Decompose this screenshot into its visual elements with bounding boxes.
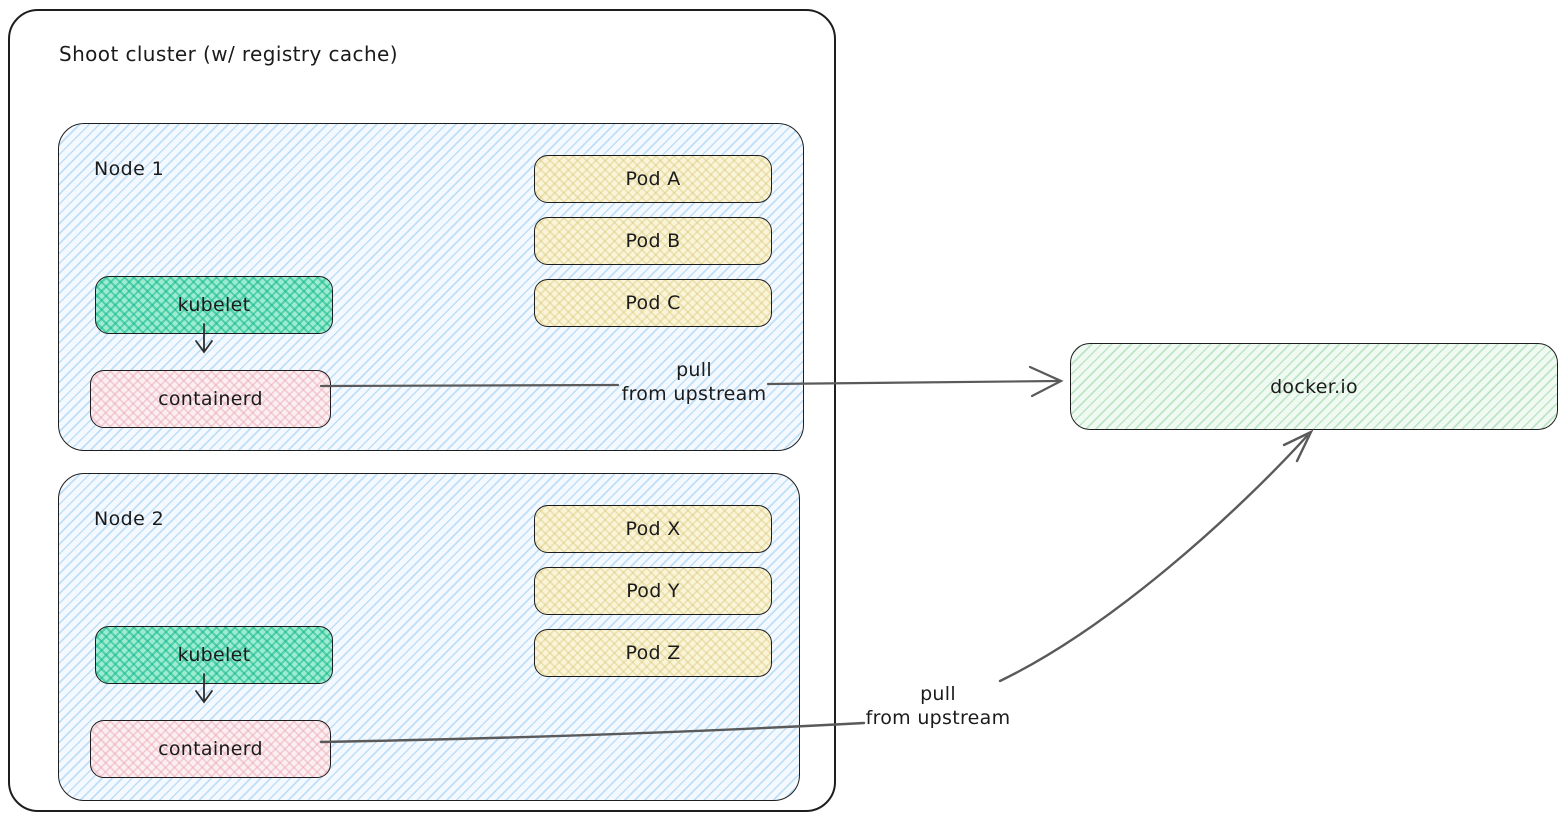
pull-from-upstream-label-2: pull from upstream xyxy=(838,682,1038,730)
cluster-title: Shoot cluster (w/ registry cache) xyxy=(59,42,398,66)
node-2-pod-z-box: Pod Z xyxy=(534,629,772,677)
pull-from-upstream-label-1-line1: pull xyxy=(676,359,712,381)
node-2-containerd-label: containerd xyxy=(158,738,263,760)
node-2-containerd-box: containerd xyxy=(90,720,331,778)
registry-box: docker.io xyxy=(1070,343,1558,430)
node-1-pod-b-label: Pod B xyxy=(625,230,681,252)
node-2-box: Node 2 kubelet containerd Pod X Pod Y Po… xyxy=(58,473,800,801)
node-1-containerd-box: containerd xyxy=(90,370,331,428)
node-2-pod-x-label: Pod X xyxy=(625,518,681,540)
pull-from-upstream-label-1: pull from upstream xyxy=(594,358,794,406)
node-1-kubelet-box: kubelet xyxy=(95,276,333,334)
pull-from-upstream-label-2-line2: from upstream xyxy=(865,707,1011,729)
node-1-pod-a-label: Pod A xyxy=(625,168,681,190)
node-2-kubelet-label: kubelet xyxy=(177,644,251,666)
node-1-containerd-label: containerd xyxy=(158,388,263,410)
node-2-pod-y-label: Pod Y xyxy=(626,580,680,602)
registry-label: docker.io xyxy=(1270,375,1358,398)
node-2-label: Node 2 xyxy=(94,508,165,530)
node-2-pod-y-box: Pod Y xyxy=(534,567,772,615)
node-1-kubelet-label: kubelet xyxy=(177,294,251,316)
node-1-pod-c-label: Pod C xyxy=(625,292,681,314)
shoot-cluster-box: Shoot cluster (w/ registry cache) Node 1… xyxy=(8,9,836,812)
node-1-pod-c-box: Pod C xyxy=(534,279,772,327)
node-2-kubelet-box: kubelet xyxy=(95,626,333,684)
node-1-pod-a-box: Pod A xyxy=(534,155,772,203)
pull-from-upstream-label-1-line2: from upstream xyxy=(621,383,767,405)
node-1-label: Node 1 xyxy=(94,158,165,180)
node-2-pod-z-label: Pod Z xyxy=(625,642,681,664)
pull-from-upstream-label-2-line1: pull xyxy=(920,683,956,705)
node-1-box: Node 1 kubelet containerd Pod A Pod B Po… xyxy=(58,123,804,451)
node-1-pod-b-box: Pod B xyxy=(534,217,772,265)
node-2-pod-x-box: Pod X xyxy=(534,505,772,553)
